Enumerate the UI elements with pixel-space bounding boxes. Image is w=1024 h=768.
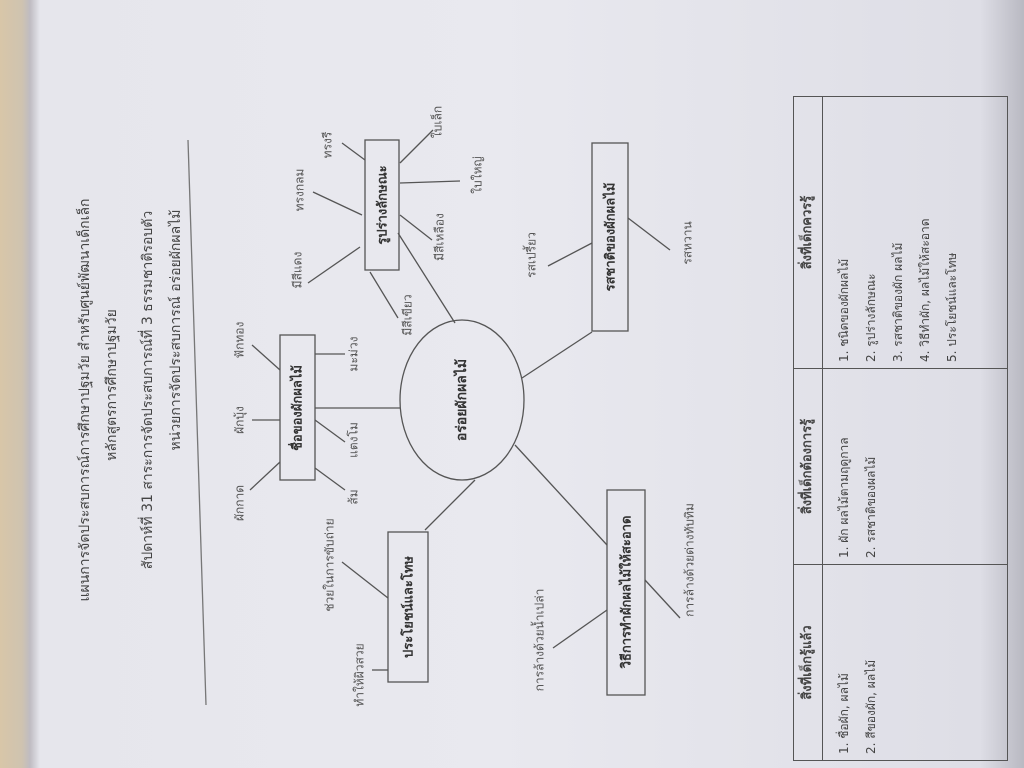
center-topic: อร่อยผักผลไม้: [454, 358, 470, 442]
leaf: มีสีเขียว: [400, 294, 415, 336]
shape-box: [364, 139, 400, 271]
leaf: การล้างด้วยด่างทับทิม: [682, 503, 697, 617]
leaf: ทรงรี: [320, 131, 335, 159]
table-cell-item: 1. ผัก ผลไม้ตามฤดูกาล: [837, 437, 851, 558]
learning-table: สิ่งที่เด็กรู้แล้ว 1. ชื่อผัก, ผลไม้ 2. …: [793, 96, 1008, 761]
table-cell-item: 1. ชื่อผัก, ผลไม้: [837, 673, 851, 754]
leaf: มีสีแดง: [290, 251, 305, 289]
divider-line: [187, 139, 207, 706]
leaf: ผักกาด: [232, 484, 247, 522]
leaf: ฟักทอง: [232, 321, 247, 359]
leaf: ทรงกลม: [292, 168, 307, 212]
center-circle: [399, 319, 525, 481]
table-cell-item: 2. สีของผัก, ผลไม้: [864, 659, 878, 754]
table-cell-item: 5. ประโยชน์และโทษ: [945, 252, 959, 362]
column-want: สิ่งที่เด็กต้องการรู้ 1. ผัก ผลไม้ตามฤดู…: [794, 368, 1007, 564]
table-cell-item: 1. ชนิดของผักผลไม้: [837, 258, 851, 362]
leaf: ช่วยในการขับถ่าย: [322, 518, 337, 612]
leaf: ใบเล็ก: [430, 105, 445, 139]
benefit-label: ประโยชน์และโทษ: [401, 556, 417, 658]
leaf: การล้างด้วยน้ำเปล่า: [532, 588, 547, 692]
taste-box: [591, 142, 629, 332]
clean-label: วิธีการทำผักผลไม้ให้สะอาด: [619, 515, 635, 669]
column-should: สิ่งที่เด็กควรรู้ 1. ชนิดของผักผลไม้ 2. …: [794, 97, 1007, 368]
leaf: มีสีเหลือง: [432, 213, 447, 261]
clean-box: [606, 489, 646, 696]
leaf: ผักบุ้ง: [232, 406, 247, 434]
column-header: สิ่งที่เด็กควรรู้: [794, 97, 823, 368]
leaf: รสเปรี้ยว: [524, 232, 539, 278]
benefit-box: [387, 531, 429, 683]
column-header: สิ่งที่เด็กรู้แล้ว: [794, 565, 823, 760]
taste-label: รสชาติของผักผลไม้: [603, 182, 619, 292]
leaf: ทำให้ผิวสวย: [352, 643, 367, 707]
leaf: รสหวาน: [680, 221, 695, 265]
column-known: สิ่งที่เด็กรู้แล้ว 1. ชื่อผัก, ผลไม้ 2. …: [794, 564, 1007, 760]
table-cell-item: 2. รสชาติของผลไม้: [864, 456, 878, 558]
table-cell-item: 2. รูปร่างลักษณะ: [864, 273, 878, 362]
leaf: แตงโม: [346, 422, 361, 458]
shape-label: รูปร่างลักษณะ: [375, 165, 391, 245]
leaf: มะม่วง: [346, 336, 361, 372]
names-label: ชื่อของผักผลไม้: [290, 365, 306, 451]
table-cell-item: 3. รสชาติของผัก ผลไม้: [891, 242, 905, 362]
leaf: ส้ม: [346, 489, 361, 505]
leaf: ใบใหญ่: [470, 156, 485, 194]
table-cell-item: 4. วิธีทำผัก, ผลไม้ให้สะอาด: [918, 218, 932, 362]
column-header: สิ่งที่เด็กต้องการรู้: [794, 369, 823, 564]
